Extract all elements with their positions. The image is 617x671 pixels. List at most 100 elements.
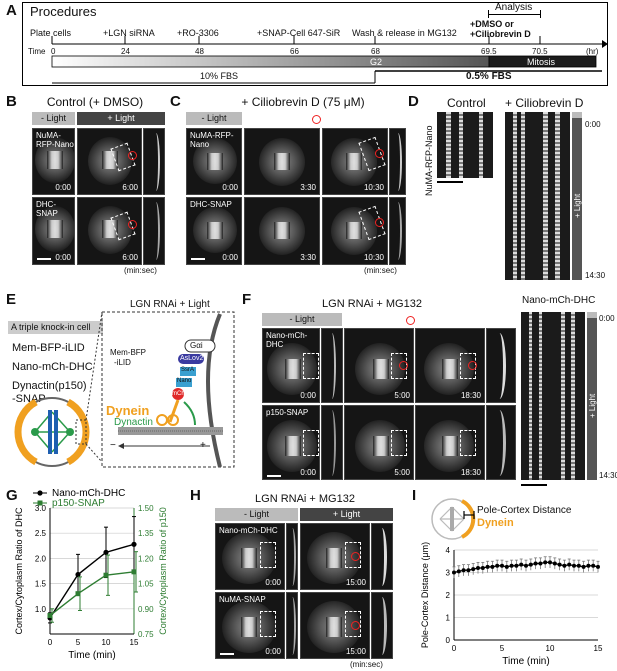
d-kymo-cilio	[505, 112, 570, 280]
g-legend-dhc: Nano-mCh-DHC	[52, 488, 125, 499]
c-plus-text: + Light	[250, 113, 278, 123]
d-control: Control	[447, 96, 486, 110]
i-x-tick: 0	[452, 644, 457, 653]
f-title: LGN RNAi + MG132	[322, 298, 422, 310]
c-img-5: 3:30	[244, 197, 320, 265]
g-left-tick: 1.5	[35, 580, 47, 589]
g-x-tick: 15	[130, 638, 139, 647]
i-y-tick: 2	[446, 591, 451, 600]
c-img-1: NuMA-RFP-Nano 0:00	[186, 128, 242, 195]
f-time-4: 0:00	[300, 468, 316, 477]
f-light-label: + Light	[588, 393, 597, 418]
g-point-dhc	[103, 549, 109, 555]
b-plus-light: + Light	[77, 112, 165, 125]
i-point	[480, 566, 485, 570]
c-img-3: 10:30	[322, 128, 388, 195]
timeline-svg	[51, 36, 608, 84]
f-plus-light-bar	[587, 318, 597, 480]
i-point	[452, 570, 456, 575]
i-point	[476, 566, 480, 570]
g-point-dhc	[131, 541, 137, 547]
dmso-line2: +Ciliobrevin D	[470, 29, 531, 39]
f-kymo-t0: 0:00	[599, 314, 615, 323]
c-time-4: 0:00	[222, 253, 238, 262]
tick-unit: (hr)	[586, 47, 599, 56]
g-x-tick: 0	[48, 638, 53, 647]
f-kymo-t1: 14:30	[599, 471, 617, 480]
i-y-tick: 3	[446, 569, 451, 578]
f-region-ring-icon	[406, 316, 415, 325]
procedures-title: Procedures	[30, 4, 97, 19]
i-point	[524, 563, 528, 568]
e-ssra-label: SsrA	[181, 367, 195, 373]
g-chart: 1.01.52.02.53.00.750.901.051.201.351.500…	[14, 488, 168, 661]
event-wash-release: Wash & release in MG132	[352, 28, 457, 38]
b-time-4: 6:00	[122, 253, 138, 262]
b-img-1: NuMA-RFP-Nano 0:00	[32, 128, 75, 195]
g-ylabel-left: Cortex/Cytoplasm Ratio of DHC	[14, 507, 24, 635]
tick-68: 68	[371, 47, 380, 56]
e-ilid-label: -iLID	[114, 358, 131, 367]
f-img-4: p150-SNAP 0:00	[262, 405, 320, 480]
i-point	[533, 561, 538, 566]
f-label-dhc: Nano-mCh-DHC	[266, 331, 308, 349]
i-point	[567, 562, 572, 567]
i-point	[572, 563, 576, 568]
c-region-text: : illuminated region	[322, 113, 398, 123]
e-line-mem: Mem-BFP-iLID	[12, 342, 85, 354]
d-scalebar	[437, 181, 463, 183]
h-inset-2	[371, 523, 393, 590]
i-point	[495, 563, 500, 568]
c-minus-light: - Light	[186, 112, 242, 125]
g2-label: G2	[370, 57, 383, 67]
i-xlabel: Time (min)	[502, 656, 549, 667]
d-kymo-control	[437, 112, 493, 178]
h-inset-1	[286, 523, 298, 590]
f-inset-4	[486, 405, 516, 480]
g-point-p150	[131, 569, 137, 575]
e-dynein-label: Dynein	[106, 403, 150, 418]
c-time-1: 0:00	[222, 183, 238, 192]
e-aslov-label: AsLov2	[180, 355, 204, 362]
h-label-dhc: Nano-mCh-DHC	[219, 526, 278, 535]
tick-0: 0	[51, 47, 56, 56]
i-point	[490, 564, 495, 569]
c-time-3: 10:30	[363, 183, 384, 192]
g-left-tick: 2.0	[35, 554, 47, 563]
b-inset-2	[143, 197, 165, 265]
e-box-title: LGN RNAi + Light	[130, 299, 210, 310]
d-time-start: 0:00	[585, 120, 601, 129]
i-point	[581, 564, 586, 569]
g-series-line	[49, 571, 135, 617]
event-plate-cells: Plate cells	[30, 28, 72, 38]
c-inset-1	[389, 128, 406, 195]
c-inset-2	[389, 197, 406, 265]
e-plus-end: +	[200, 440, 206, 451]
g-right-tick: 0.75	[138, 630, 154, 639]
f-img-5: 5:00	[344, 405, 414, 480]
e-gai-label: Gαi	[190, 341, 203, 350]
g-left-tick: 1.0	[35, 605, 47, 614]
i-point	[552, 561, 557, 566]
d-time-end: 14:30	[585, 271, 606, 280]
tick-24: 24	[121, 47, 130, 56]
h-img-4: 15:00	[300, 592, 370, 659]
analysis-bracket	[488, 14, 540, 15]
g-xlabel: Time (min)	[68, 650, 115, 661]
g-right-tick: 0.90	[138, 605, 154, 614]
i-point	[562, 563, 567, 568]
panel-label-h: H	[190, 487, 201, 504]
g-point-p150	[47, 613, 53, 619]
f-img-2: 5:00	[344, 328, 414, 403]
fbs05-label: 0.5% FBS	[466, 71, 512, 82]
b-label-numa: NuMA-RFP-Nano	[36, 131, 74, 149]
f-inset-3	[321, 405, 343, 480]
g-right-tick: 1.50	[138, 504, 154, 513]
e-line-dhc: Nano-mCh-DHC	[12, 361, 93, 373]
c-label-dhc: DHC-SNAP	[190, 200, 232, 209]
panel-label-c: C	[170, 93, 181, 110]
h-inset-3	[286, 592, 298, 659]
g-point-p150	[103, 572, 109, 578]
e-mch-label: mCh	[172, 391, 185, 397]
h-time-1: 0:00	[265, 578, 281, 587]
